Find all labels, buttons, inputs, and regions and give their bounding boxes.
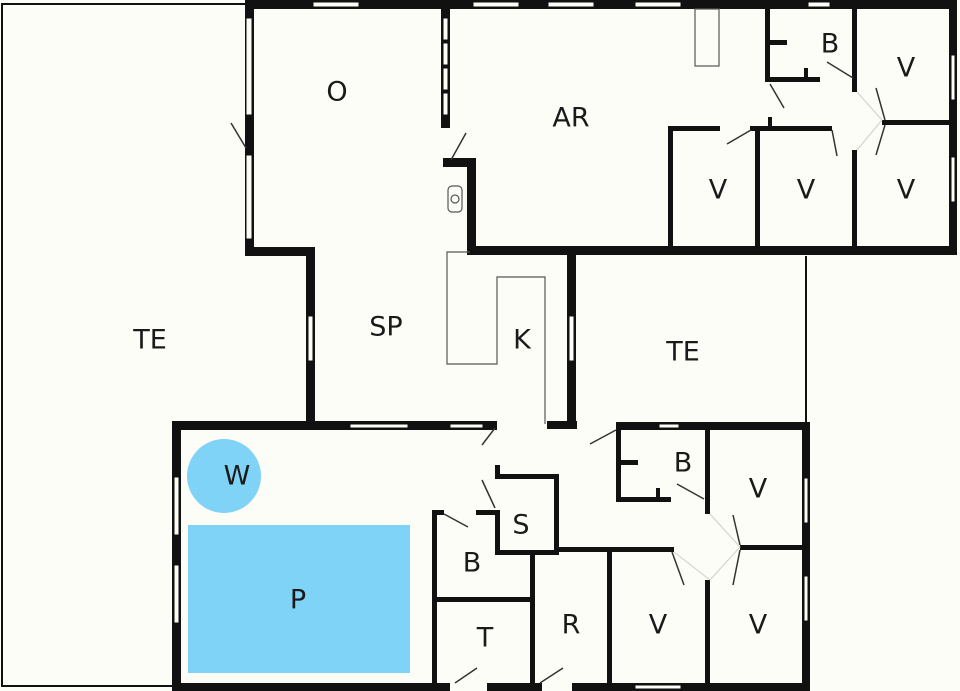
cabinet (694, 8, 720, 67)
room-label-v-n-3: V (897, 175, 916, 206)
windows (173, 1, 956, 690)
room-label-o: O (326, 77, 347, 108)
doors (230, 61, 886, 684)
room-label-sp: SP (369, 312, 402, 343)
room-labels: TE O AR B V V V V SP K TE W P S B T R B … (132, 29, 916, 654)
stove-icon (447, 185, 463, 213)
room-label-ar: AR (552, 103, 589, 134)
room-label-r: R (562, 610, 581, 641)
room-label-v-s-2: V (749, 610, 768, 641)
room-label-v-n-1: V (709, 175, 728, 206)
whirlpool (187, 439, 261, 513)
terrace-outlines (1, 3, 807, 687)
fixtures (446, 8, 720, 424)
kitchen-counter (446, 251, 546, 424)
room-label-v-n-2: V (797, 175, 816, 206)
room-label-te-east: TE (665, 337, 700, 368)
room-label-w: W (224, 461, 251, 492)
room-label-b-southeast: B (674, 448, 693, 479)
water-features (187, 439, 410, 673)
room-label-b-middle: B (463, 548, 482, 579)
room-label-v-s-1: V (649, 610, 668, 641)
pool (188, 525, 410, 673)
room-label-t: T (476, 623, 494, 654)
room-label-v-ne-top: V (897, 53, 916, 84)
room-label-s: S (512, 510, 529, 541)
room-label-b-north: B (821, 29, 840, 60)
room-label-k: K (513, 325, 532, 356)
room-label-p: P (290, 585, 306, 616)
room-label-v-se-top: V (749, 474, 768, 505)
room-label-te-west: TE (132, 325, 167, 356)
